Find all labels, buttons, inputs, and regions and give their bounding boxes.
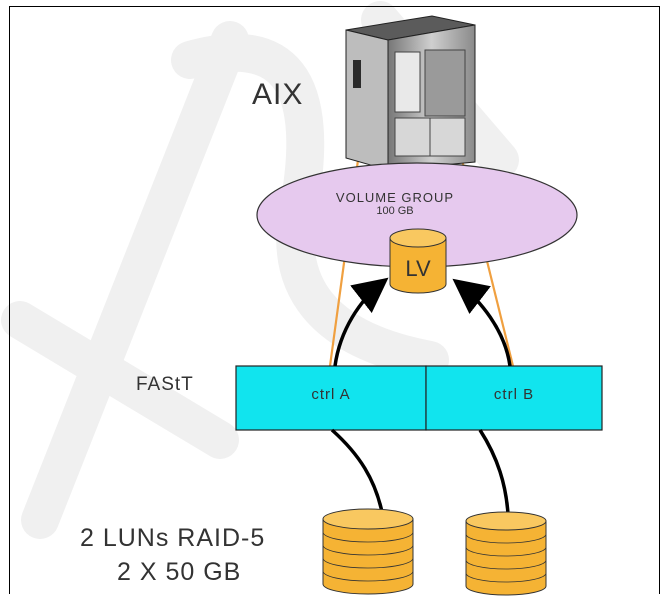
logical-volume-label: LV xyxy=(405,256,431,281)
volume-group-title: VOLUME GROUP xyxy=(335,190,455,205)
lun-capacity: 2 X 50 GB xyxy=(117,558,242,586)
ctrl-a-box xyxy=(235,365,427,431)
data-path-arrows xyxy=(330,277,512,515)
server-label: AIX xyxy=(252,78,304,111)
lun-disk-right xyxy=(465,511,547,596)
arrow-lun-left-to-ctrl-a xyxy=(330,428,384,513)
arrow-lun-right-to-ctrl-b xyxy=(478,429,510,515)
storage-label: FAStT xyxy=(136,374,194,395)
watermark-stroke-1 xyxy=(21,21,249,539)
arrow-ctrl-b-to-lv xyxy=(452,278,512,367)
ctrl-a-label: ctrl A xyxy=(311,386,351,403)
lun-disk-left xyxy=(322,508,414,595)
fastt-controllers xyxy=(235,365,603,431)
watermark-stroke-4 xyxy=(1,301,239,459)
figure-frame xyxy=(9,6,660,594)
lun-description: 2 LUNs RAID-5 xyxy=(80,524,266,552)
server-tower-icon xyxy=(345,15,476,171)
logical-volume-cylinder xyxy=(389,228,447,294)
ctrl-b-box xyxy=(425,365,603,431)
volume-group-size: 100 GB xyxy=(376,205,414,217)
ctrl-b-label: ctrl B xyxy=(493,386,535,403)
arrow-ctrl-a-to-lv xyxy=(333,277,389,367)
